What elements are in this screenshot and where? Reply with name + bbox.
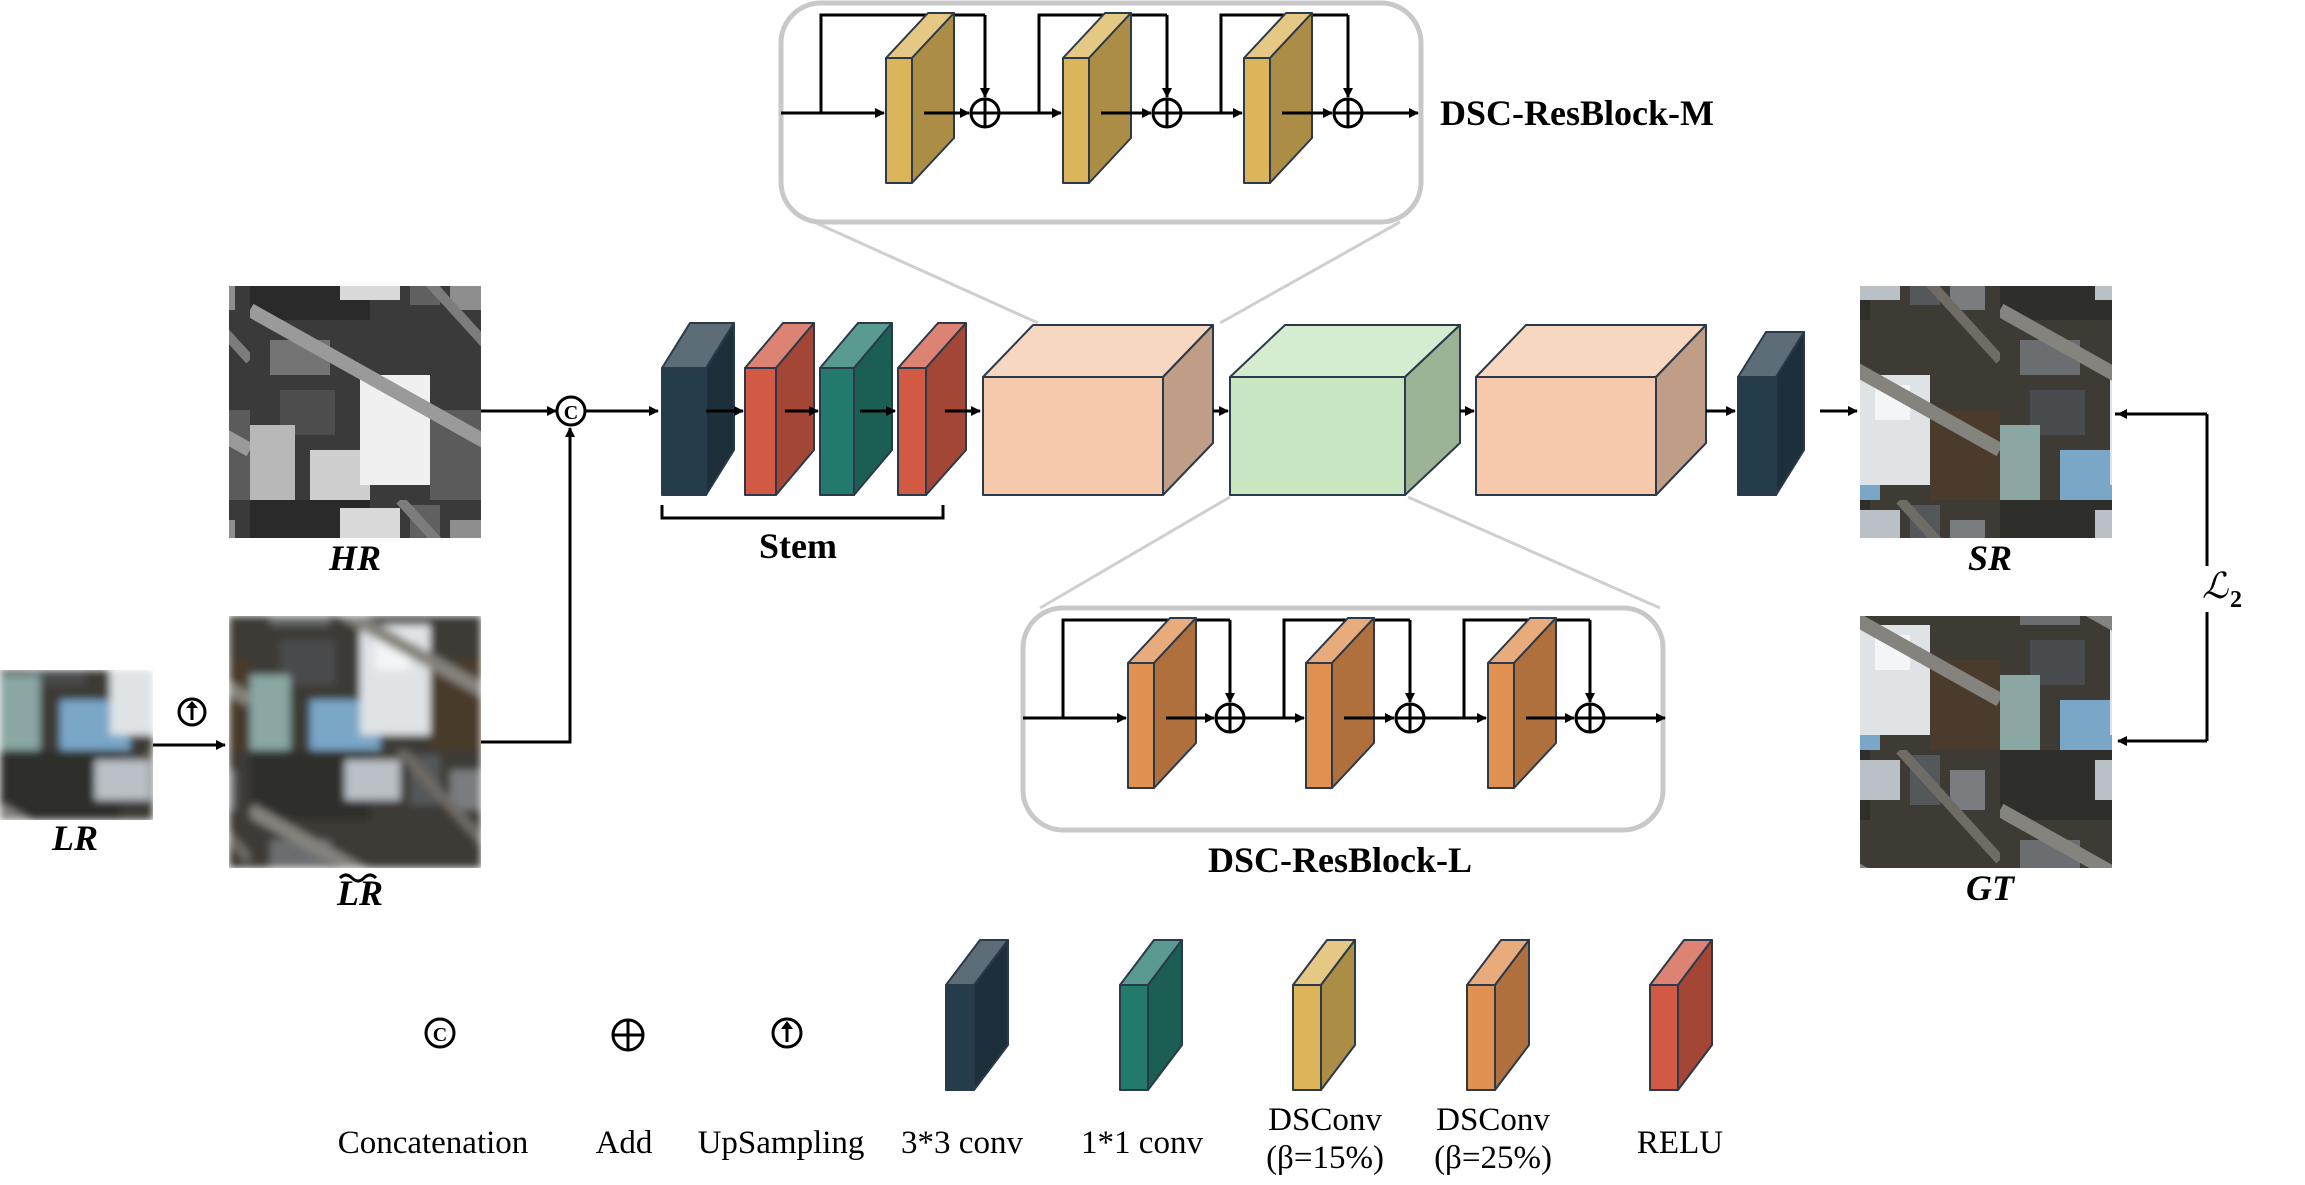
svg-text:2: 2 (2230, 587, 2242, 613)
legend-relu-text: RELU (1637, 1125, 1723, 1161)
legend-upsampling-icon (771, 1017, 803, 1049)
svg-text:C: C (433, 1024, 447, 1046)
zoom-guide-l-right (1407, 495, 1661, 610)
block-l-add-icon-1 (1214, 702, 1246, 734)
block-m-dsconv-block-2 (1062, 12, 1132, 184)
block-l-dsconv-block-3 (1487, 617, 1557, 789)
hr-image (229, 286, 481, 538)
gt-label: GT (1966, 868, 2016, 908)
block-l-add-icon-2 (1394, 702, 1426, 734)
zoom-guide-m-right (1219, 220, 1401, 325)
main-blocks (982, 324, 1805, 496)
legend-conv3-block (945, 939, 1009, 1091)
legend-dsconv15-beta: (β=15%) (1266, 1140, 1384, 1176)
stem-conv1-block (819, 322, 893, 496)
stem-relu-block-2 (897, 322, 967, 496)
lr-to-concat-arrow (481, 427, 575, 744)
legend-dsconv25-beta: (β=25%) (1434, 1140, 1552, 1176)
legend-dsconv25-text: DSConv (1436, 1102, 1550, 1138)
block-m-add-icon-2 (1151, 97, 1183, 129)
dsc-resblock-l-contents (1023, 617, 1666, 789)
l2-loss-label: ℒ 2 (2198, 566, 2258, 613)
legend-dsconv15-block (1292, 939, 1356, 1091)
output-conv3-block (1737, 331, 1805, 496)
legend-conv3-text: 3*3 conv (901, 1125, 1023, 1161)
svg-text:C: C (564, 402, 578, 424)
legend-dsconv15-text: DSConv (1268, 1102, 1382, 1138)
legend-conv1-text: 1*1 conv (1081, 1125, 1203, 1161)
concat-symbol: C (555, 395, 587, 427)
block-l-add-icon-3 (1574, 702, 1606, 734)
dsc-resblock-m-contents (781, 12, 1419, 184)
legend-dsconv25-block (1466, 939, 1530, 1091)
block-l-dsconv-block-1 (1127, 617, 1197, 789)
stem-label: Stem (759, 526, 837, 566)
legend-add-icon (611, 1018, 645, 1052)
dsc-resblock-m-1 (982, 324, 1214, 496)
zoom-guide-m-left (813, 220, 1039, 325)
block-l-dsconv-block-2 (1305, 617, 1375, 789)
block-m-add-icon-1 (969, 97, 1001, 129)
legend: C Concatenation Add UpSampling 3*3 conv … (338, 939, 1723, 1176)
lr-label: LR (51, 818, 98, 858)
block-m-add-icon-3 (1332, 97, 1364, 129)
sr-label: SR (1968, 538, 2012, 578)
stem-bracket (660, 505, 945, 520)
lr-tilde-label: LR (336, 873, 383, 913)
stem-conv3-block (661, 322, 735, 496)
dsc-resblock-m-2 (1475, 324, 1707, 496)
block-m-dsconv-block-1 (885, 12, 955, 184)
dsc-resblock-l-label: DSC-ResBlock-L (1208, 840, 1472, 880)
tilde-mark (338, 873, 378, 883)
stem-relu-block-1 (744, 322, 815, 496)
legend-concatenation-text: Concatenation (338, 1125, 529, 1161)
legend-upsampling-text: UpSampling (698, 1125, 865, 1161)
svg-text:ℒ: ℒ (2202, 566, 2229, 606)
dsc-resblock-l-block (1229, 324, 1461, 496)
legend-concat-icon: C (424, 1017, 456, 1049)
zoom-guide-l-left (1039, 495, 1231, 610)
block-m-dsconv-block-3 (1243, 12, 1313, 184)
lr-image (0, 670, 153, 820)
legend-add-text: Add (596, 1125, 653, 1161)
upsampling-symbol (177, 697, 207, 727)
sr-image (1860, 286, 2112, 538)
stem-group (661, 322, 981, 496)
legend-relu-block (1649, 939, 1713, 1091)
lr-upsampled-image (229, 616, 481, 868)
legend-conv1-block (1119, 939, 1183, 1091)
dsc-resblock-m-label: DSC-ResBlock-M (1440, 93, 1714, 133)
hr-label: HR (328, 538, 381, 578)
gt-image (1860, 616, 2112, 868)
